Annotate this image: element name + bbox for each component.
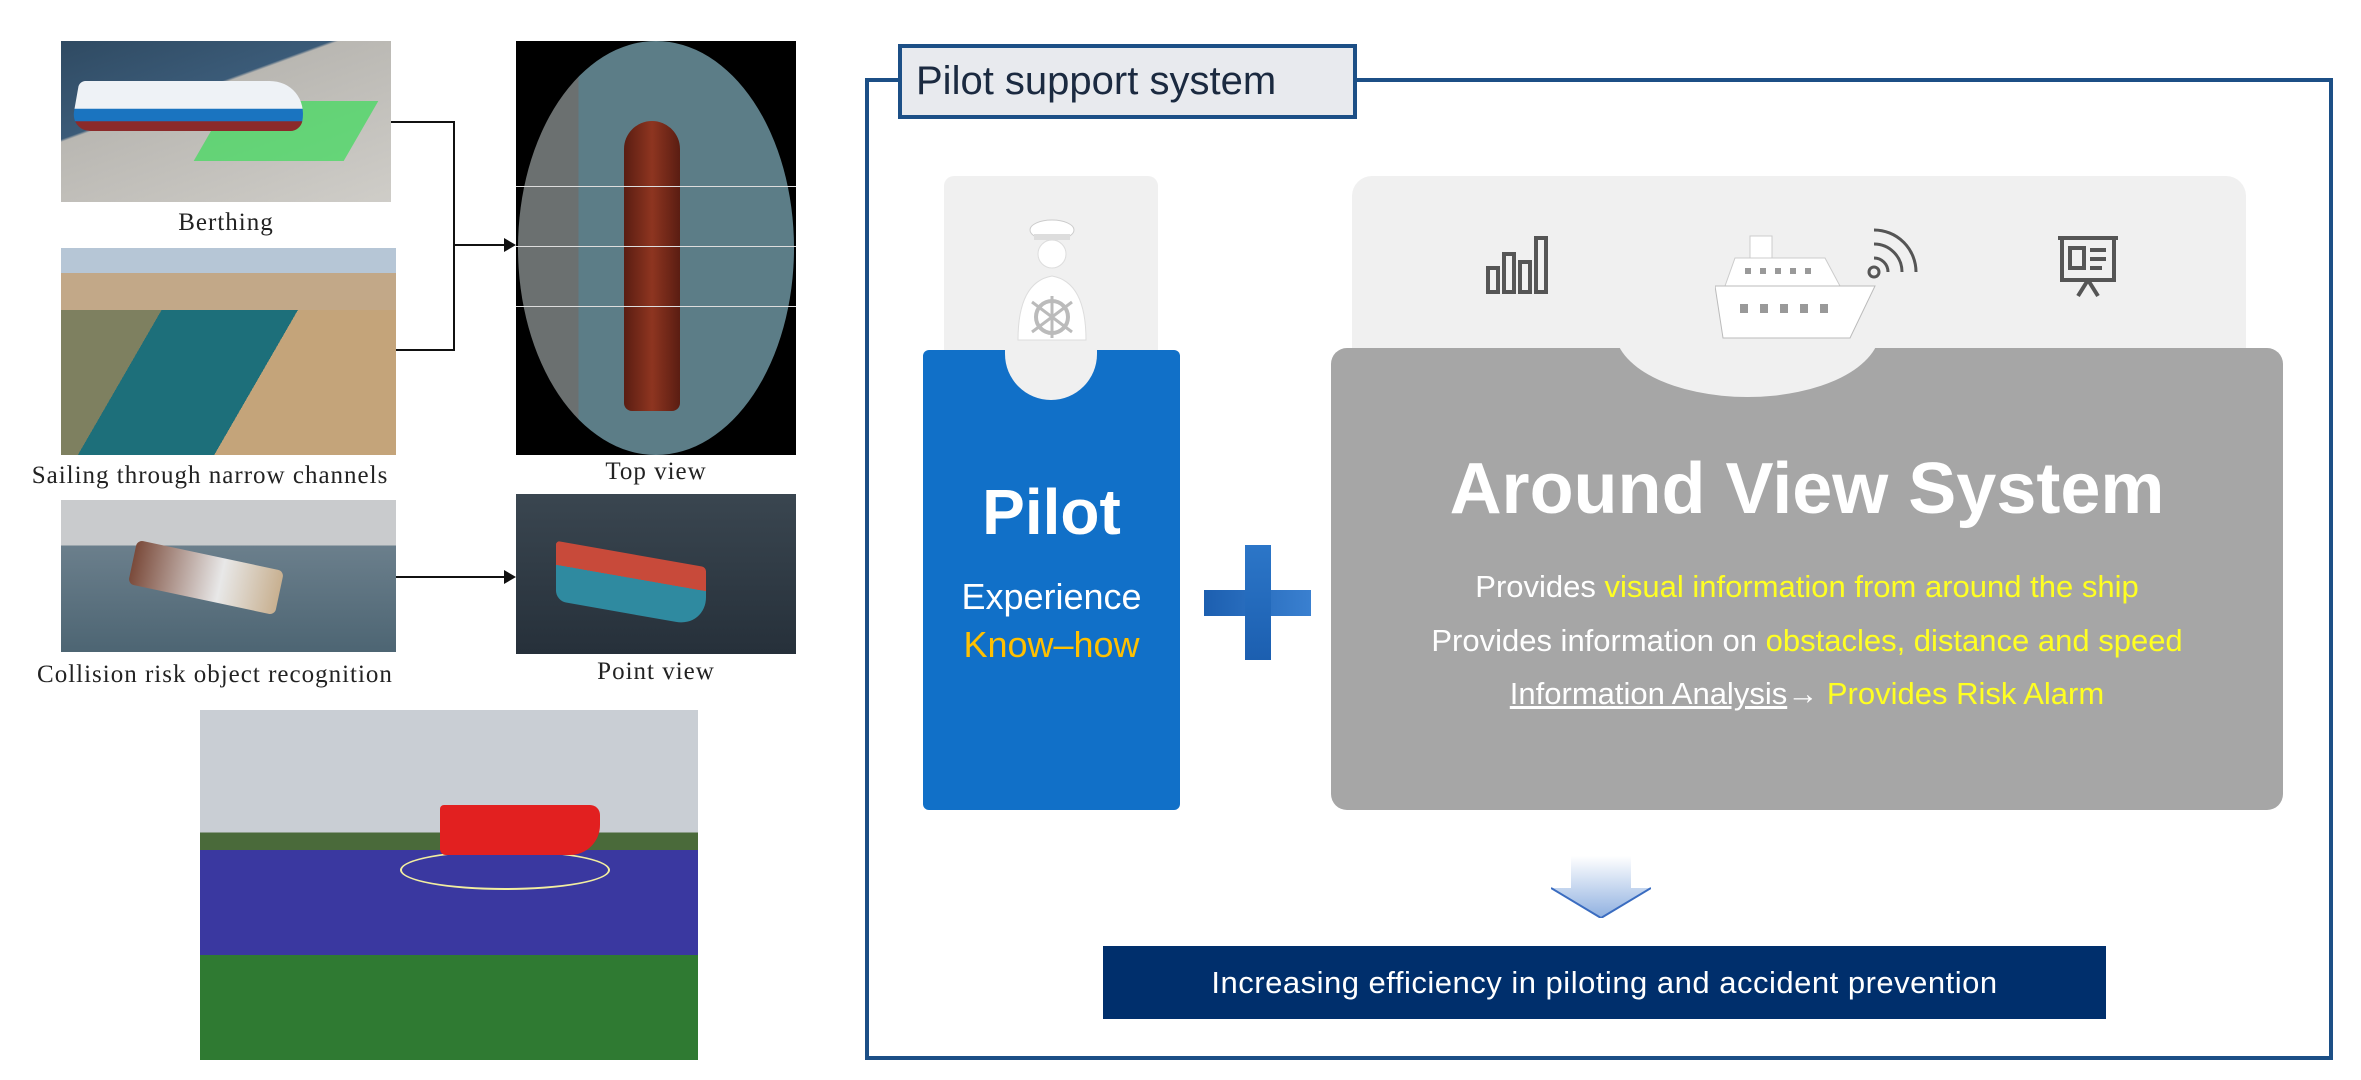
pilot-title: Pilot — [982, 476, 1121, 548]
channel-caption: Sailing through narrow channels — [31, 462, 389, 489]
narrow-channel-image — [61, 248, 396, 455]
avs-title: Around View System — [1449, 449, 2165, 529]
avs-line-2-highlight: obstacles, distance and speed — [1765, 623, 2183, 658]
pilot-experience: Experience — [961, 576, 1142, 617]
top-view-image — [516, 41, 796, 455]
captain-at-helm-icon — [1017, 219, 1087, 341]
avs-line-3-prefix: Information Analysis — [1509, 676, 1788, 711]
avs-line-1-prefix: Provides — [1475, 569, 1605, 604]
arrow-down-icon — [1551, 856, 1651, 918]
simulation-scene-image — [200, 710, 698, 1060]
point-view-image — [516, 494, 796, 654]
connector-line — [396, 349, 455, 351]
section-title: Pilot support system — [898, 44, 1357, 119]
pilot-support-frame — [865, 78, 2333, 1060]
plus-icon — [1245, 545, 1271, 660]
result-banner: Increasing efficiency in piloting and ac… — [1103, 946, 2106, 1019]
avs-line-1-highlight: visual information from around the ship — [1604, 569, 2139, 604]
wireless-signal-icon — [1867, 228, 1918, 279]
connector-line — [453, 121, 455, 351]
berthing-caption: Berthing — [178, 209, 274, 236]
around-view-card — [1331, 348, 2283, 810]
pilot-card — [923, 350, 1180, 810]
avs-line-2: Provides information on obstacles, dista… — [1331, 623, 2283, 659]
avs-line-3: Information Analysis→ Provides Risk Alar… — [1331, 676, 2283, 712]
connector-arrow — [396, 576, 507, 578]
arrowhead-icon — [504, 238, 516, 252]
arrowhead-icon — [504, 570, 516, 584]
avs-line-3-highlight: Provides Risk Alarm — [1826, 676, 2105, 711]
avs-line-1: Provides visual information from around … — [1331, 569, 2283, 605]
presentation-board-icon — [2058, 236, 2118, 298]
avs-line-2-prefix: Provides information on — [1431, 623, 1766, 658]
connector-line — [391, 121, 455, 123]
connector-arrow — [455, 244, 507, 246]
top-view-caption: Top view — [605, 458, 707, 485]
collision-caption: Collision risk object recognition — [37, 661, 393, 688]
pilot-know-how: Know–how — [963, 624, 1140, 665]
point-view-caption: Point view — [597, 658, 715, 685]
collision-image — [61, 500, 396, 652]
arrow-right-icon: → — [1787, 676, 1827, 711]
ship-icon — [1715, 235, 1876, 339]
berthing-image — [61, 41, 391, 202]
bar-chart-icon — [1486, 236, 1548, 294]
